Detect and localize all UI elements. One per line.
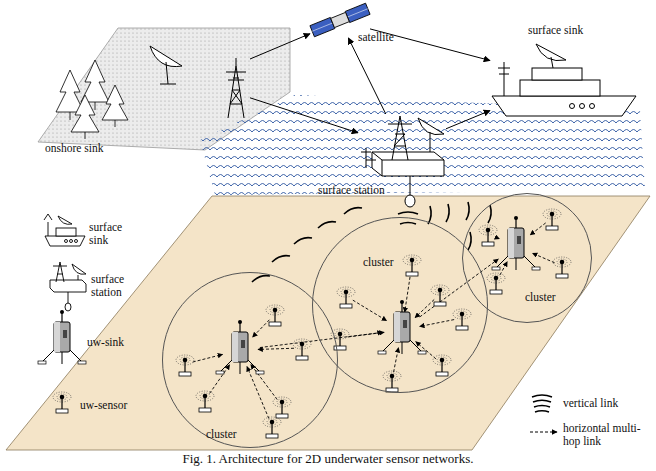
multihop-link [416,342,436,359]
multihop-link [533,253,555,263]
uw-sensor-icon [479,225,497,246]
uw-sensor-icon [431,285,449,306]
cluster-devices [176,209,571,438]
legend-label: surface station [91,273,141,299]
legend-multihop-icon [530,432,557,433]
trees [56,60,128,139]
satellite-node: satellite [310,4,370,38]
cluster-circle: cluster [162,272,338,448]
node-label: surface station [318,184,385,197]
surface-station-node: surface station [358,114,446,180]
multihop-link [258,348,294,349]
node-label: onshore sink [45,142,103,155]
uw-sensor-icon [487,273,505,294]
inter-cluster-link [420,259,499,317]
node-label: cluster [363,256,394,269]
cluster-circle: cluster [462,193,592,323]
multihop-link [353,300,387,321]
multihop-link [405,272,411,312]
multihop-link [500,262,507,275]
uw-sensor-icon [266,305,284,326]
multihop-link [394,348,399,373]
multihop-link [193,354,223,362]
legend-label: surface sink [89,221,135,247]
multihop-link [253,320,270,337]
multihop-link [210,365,230,394]
uw-sensor-icon [453,309,471,330]
legend-uwsink-icon [38,310,86,364]
uw-sensor-icon [383,371,401,392]
uw-sensor-icon [273,397,291,418]
cluster-circle: cluster [312,217,488,393]
node-label: cluster [206,428,237,441]
multihop-link [420,320,455,327]
uw-sensor-icon [263,417,281,438]
legend-label: uw-sensor [80,399,150,412]
legend-label: vertical link [563,397,648,410]
legend-label: uw-sink [87,336,147,349]
comm-link [250,98,358,133]
node-label: cluster [525,291,556,304]
comm-link [348,38,385,114]
multihop-link [415,300,434,318]
onshore-sink-node: onshore sink [146,40,250,122]
multihop-link [530,223,545,235]
uw-sensor-icon [176,355,194,376]
surface-sink-node: surface sink [490,42,638,118]
legend-station-icon [50,262,86,311]
seafloor [6,196,650,450]
uw-sensor-icon [433,355,451,376]
uw-sensor-icon [403,255,421,276]
figure-caption: Fig. 1. Architecture for 2D underwater s… [0,451,656,467]
uw-sensor-icon [553,257,571,278]
legend-ship-icon [44,214,85,246]
multihop-link [495,237,499,239]
vertical-link-arcs [252,202,491,282]
legend-sensor-icon [53,392,71,413]
uw-sensor-icon [543,209,561,230]
node-label: satellite [358,31,394,44]
uw-sensor-icon [331,329,349,350]
legend-vertical-link-icon [532,395,552,412]
multihop-link [251,364,277,399]
comm-link [446,111,490,129]
ship-icon [492,44,636,116]
inter-cluster-link [260,332,382,347]
uw-sink-icon [492,216,540,270]
onshore-dish [150,46,182,84]
onshore-tower [226,58,246,118]
multihop-link [247,367,269,419]
uw-sensor-icon [293,339,311,360]
sea-surface [200,95,645,195]
legend-label: horizontal multi-hop link [563,422,641,448]
comm-link [250,34,310,59]
uw-sink-icon [216,320,264,374]
uw-sensor-icon [196,391,214,412]
node-label: surface sink [528,24,583,37]
uw-sensor-icon [337,287,355,308]
uw-sink-icon [378,300,426,354]
